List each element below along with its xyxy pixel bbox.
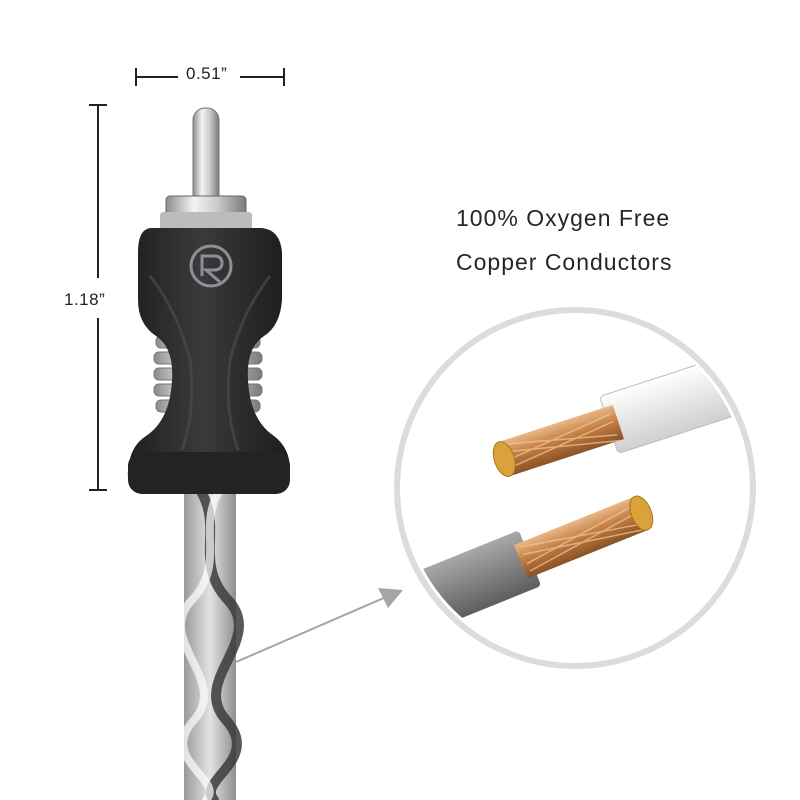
feature-line-1: 100% Oxygen Free: [456, 205, 671, 231]
plug-body: [127, 228, 291, 494]
height-dimension-marker: [89, 104, 107, 491]
feature-line-2: Copper Conductors: [456, 249, 673, 275]
rca-pin: [160, 107, 252, 230]
callout-arrow-icon: [235, 588, 403, 663]
wire-detail-callout: [394, 307, 756, 669]
cable: [177, 470, 244, 800]
feature-headline: 100% Oxygen Free Copper Conductors: [456, 196, 672, 284]
brand-logo-icon: [189, 244, 233, 288]
white-jacket-wire: [492, 335, 747, 477]
width-measurement-label: 0.51”: [186, 64, 228, 83]
height-measurement-label: 1.18”: [64, 290, 106, 309]
width-dimension-marker: [135, 68, 285, 86]
